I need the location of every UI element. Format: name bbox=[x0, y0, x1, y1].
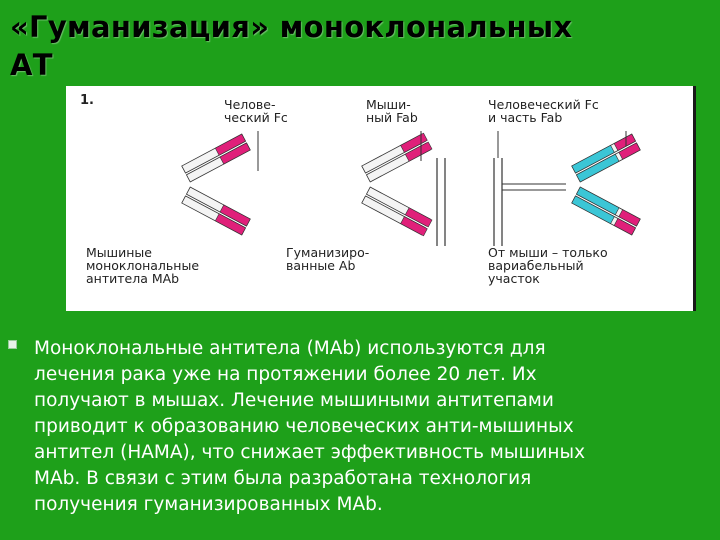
label-mouse-fab: Мыши- ный Fab bbox=[366, 97, 418, 125]
bullet-square-icon bbox=[8, 340, 17, 349]
label-mouse-mab: Мышиные моноклональные антитела MAb bbox=[86, 245, 200, 286]
slide-title: «Гуманизация» моноклональных АТ bbox=[10, 10, 573, 82]
mab1-upper-arm bbox=[181, 133, 251, 183]
bullet-text: Моноклональные антитела (MAb) используют… bbox=[34, 338, 586, 515]
mab3-lower-arm bbox=[571, 186, 641, 236]
mab2-lower-arm bbox=[361, 186, 433, 237]
label-human-fc: Челове- ческий Fc bbox=[224, 97, 288, 125]
label-humanized-ab: Гуманизиро- ванные Ab bbox=[286, 245, 370, 273]
antibody-figure: 1. Челове- ческий Fc Мыши- ный Fab Челов… bbox=[66, 86, 696, 311]
label-variable-region: От мыши – только вариабельный участок bbox=[488, 245, 608, 286]
label-human-fc-part-fab: Человеческий Fc и часть Fab bbox=[488, 97, 599, 125]
mab3-upper-arm bbox=[571, 133, 641, 183]
antibody-diagram bbox=[181, 131, 641, 246]
mab2-upper-arm bbox=[361, 132, 433, 183]
figure-number: 1. bbox=[80, 93, 94, 108]
mab1-lower-arm bbox=[181, 186, 251, 236]
